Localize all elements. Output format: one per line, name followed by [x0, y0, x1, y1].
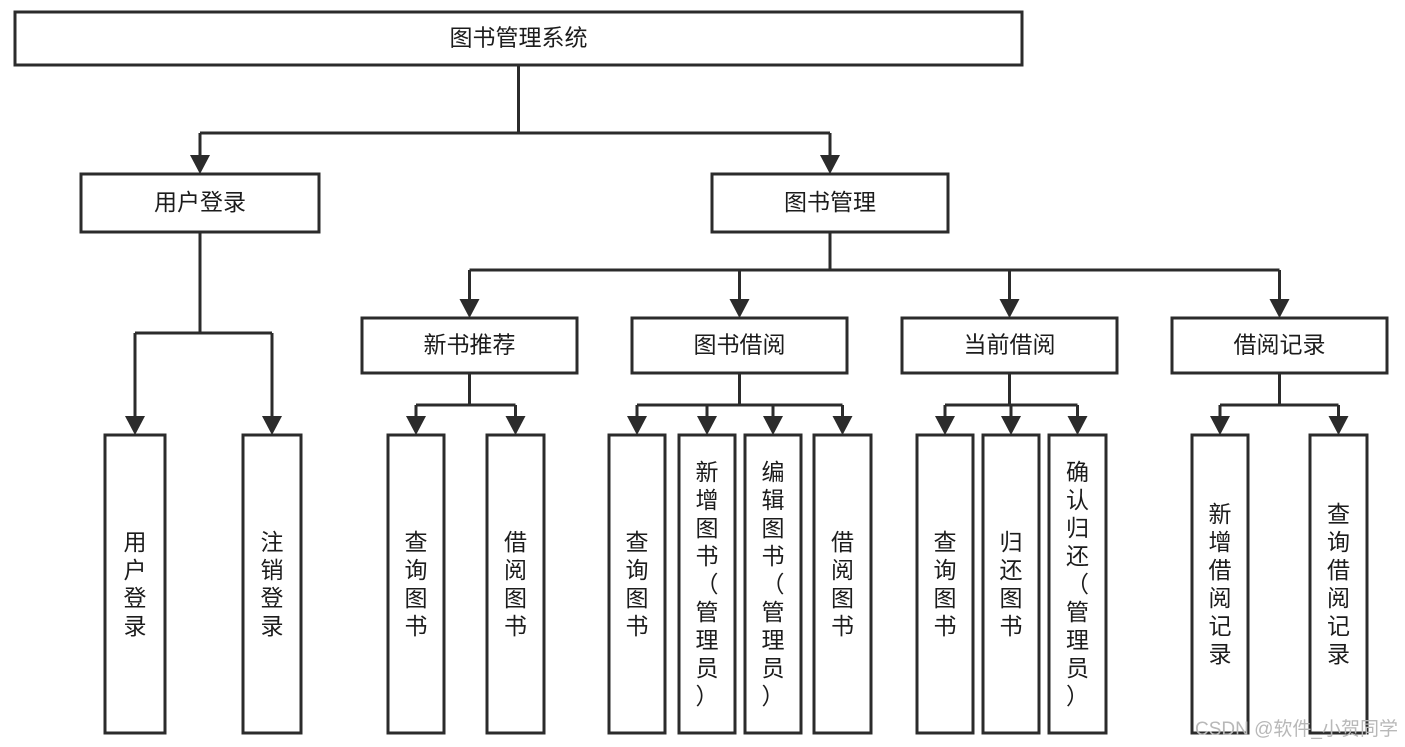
node-label-leaf-confirm-return-admin: 确认归还（管理员） — [1066, 459, 1089, 709]
node-label-leaf-user-login: 用户登录 — [124, 529, 147, 639]
node-label-leaf-query-book-1: 查询图书 — [405, 529, 428, 639]
node-root[interactable]: 图书管理系统 — [13, 10, 1024, 67]
node-leaf-return-book[interactable]: 归还图书 — [981, 433, 1041, 735]
node-label-new-book-recommend: 新书推荐 — [424, 332, 516, 358]
node-label-leaf-query-book-3: 查询图书 — [934, 529, 957, 639]
node-leaf-confirm-return-admin[interactable]: 确认归还（管理员） — [1047, 433, 1108, 735]
edge-new-book-recommend-to-leaf-query-book-1-arrowhead — [406, 416, 426, 435]
edge-book-manage-to-borrow-record-arrowhead — [1269, 299, 1290, 318]
node-box-new-book-recommend — [360, 316, 579, 375]
node-box-root — [13, 10, 1024, 67]
edge-book-borrow-to-leaf-edit-book-admin-arrowhead — [763, 416, 783, 435]
edge-book-manage-to-new-book-recommend-arrowhead — [459, 299, 480, 318]
edge-new-book-recommend-to-leaf-borrow-book-1-arrowhead — [505, 416, 526, 435]
node-label-leaf-user-logout: 注销登录 — [261, 529, 284, 639]
node-leaf-user-logout[interactable]: 注销登录 — [241, 433, 303, 735]
csdn-watermark: CSDN @软件_小贺同学 — [1195, 718, 1398, 740]
node-leaf-borrow-book-1[interactable]: 借阅图书 — [485, 433, 546, 735]
node-label-root: 图书管理系统 — [450, 25, 588, 51]
edge-book-manage-to-book-borrow-arrowhead — [729, 299, 750, 318]
node-leaf-edit-book-admin[interactable]: 编辑图书（管理员） — [743, 433, 803, 735]
node-box-book-manage — [710, 172, 950, 234]
node-label-leaf-query-borrow-record: 查询借阅记录 — [1327, 501, 1350, 667]
edge-book-manage-to-current-borrow-arrowhead — [999, 299, 1020, 318]
node-box-current-borrow — [900, 316, 1119, 375]
edge-book-borrow-to-leaf-borrow-book-2-arrowhead — [832, 416, 853, 435]
node-borrow-record[interactable]: 借阅记录 — [1170, 316, 1389, 375]
node-leaf-query-book-2[interactable]: 查询图书 — [607, 433, 667, 735]
edge-current-borrow-to-leaf-confirm-return-admin-arrowhead — [1067, 416, 1088, 435]
node-box-borrow-record — [1170, 316, 1389, 375]
node-label-leaf-add-borrow-record: 新增借阅记录 — [1209, 501, 1232, 667]
edge-book-borrow-to-leaf-query-book-2-arrowhead — [627, 416, 647, 435]
node-new-book-recommend[interactable]: 新书推荐 — [360, 316, 579, 375]
node-box-leaf-add-book-admin — [677, 433, 737, 735]
node-box-leaf-query-book-2 — [607, 433, 667, 735]
edge-root-to-user-login-arrowhead — [190, 155, 210, 174]
node-label-current-borrow: 当前借阅 — [964, 332, 1056, 358]
node-box-leaf-user-logout — [241, 433, 303, 735]
node-box-leaf-query-borrow-record — [1308, 433, 1369, 735]
edge-borrow-record-to-leaf-query-borrow-record-arrowhead — [1328, 416, 1349, 435]
node-label-leaf-borrow-book-1: 借阅图书 — [504, 529, 527, 639]
node-label-borrow-record: 借阅记录 — [1234, 332, 1326, 358]
node-box-leaf-borrow-book-2 — [812, 433, 873, 735]
edge-current-borrow-to-leaf-query-book-3-arrowhead — [935, 416, 955, 435]
node-box-leaf-return-book — [981, 433, 1041, 735]
node-box-leaf-confirm-return-admin — [1047, 433, 1108, 735]
node-leaf-user-login[interactable]: 用户登录 — [103, 433, 167, 735]
edge-borrow-record-to-leaf-add-borrow-record-arrowhead — [1210, 416, 1230, 435]
node-label-leaf-return-book: 归还图书 — [1000, 529, 1023, 639]
node-leaf-add-book-admin[interactable]: 新增图书（管理员） — [677, 433, 737, 735]
edge-user-login-to-leaf-user-logout-arrowhead — [262, 416, 282, 435]
node-book-borrow[interactable]: 图书借阅 — [630, 316, 849, 375]
node-boxes-layer: 图书管理系统用户登录图书管理新书推荐图书借阅当前借阅借阅记录用户登录注销登录查询… — [13, 10, 1389, 735]
edge-user-login-to-leaf-user-login-arrowhead — [125, 416, 145, 435]
node-leaf-query-book-3[interactable]: 查询图书 — [915, 433, 975, 735]
node-box-leaf-user-login — [103, 433, 167, 735]
node-box-leaf-borrow-book-1 — [485, 433, 546, 735]
node-label-book-borrow: 图书借阅 — [694, 332, 786, 358]
node-box-leaf-query-book-1 — [386, 433, 446, 735]
node-leaf-query-borrow-record[interactable]: 查询借阅记录 — [1308, 433, 1369, 735]
node-label-user-login: 用户登录 — [154, 189, 246, 215]
edge-current-borrow-to-leaf-return-book-arrowhead — [1001, 416, 1021, 435]
node-box-leaf-edit-book-admin — [743, 433, 803, 735]
node-label-leaf-query-book-2: 查询图书 — [626, 529, 649, 639]
node-box-leaf-query-book-3 — [915, 433, 975, 735]
node-box-user-login — [79, 172, 321, 234]
node-user-login[interactable]: 用户登录 — [79, 172, 321, 234]
edge-book-borrow-to-leaf-add-book-admin-arrowhead — [697, 416, 717, 435]
node-label-leaf-add-book-admin: 新增图书（管理员） — [696, 459, 719, 709]
connector-lines-layer — [125, 65, 1349, 435]
node-book-manage[interactable]: 图书管理 — [710, 172, 950, 234]
node-box-book-borrow — [630, 316, 849, 375]
node-box-leaf-add-borrow-record — [1190, 433, 1250, 735]
node-label-leaf-edit-book-admin: 编辑图书（管理员） — [762, 459, 785, 709]
node-current-borrow[interactable]: 当前借阅 — [900, 316, 1119, 375]
node-leaf-query-book-1[interactable]: 查询图书 — [386, 433, 446, 735]
node-label-leaf-borrow-book-2: 借阅图书 — [831, 529, 854, 639]
edge-root-to-book-manage-arrowhead — [820, 155, 840, 174]
node-label-book-manage: 图书管理 — [784, 189, 876, 215]
node-leaf-borrow-book-2[interactable]: 借阅图书 — [812, 433, 873, 735]
node-leaf-add-borrow-record[interactable]: 新增借阅记录 — [1190, 433, 1250, 735]
